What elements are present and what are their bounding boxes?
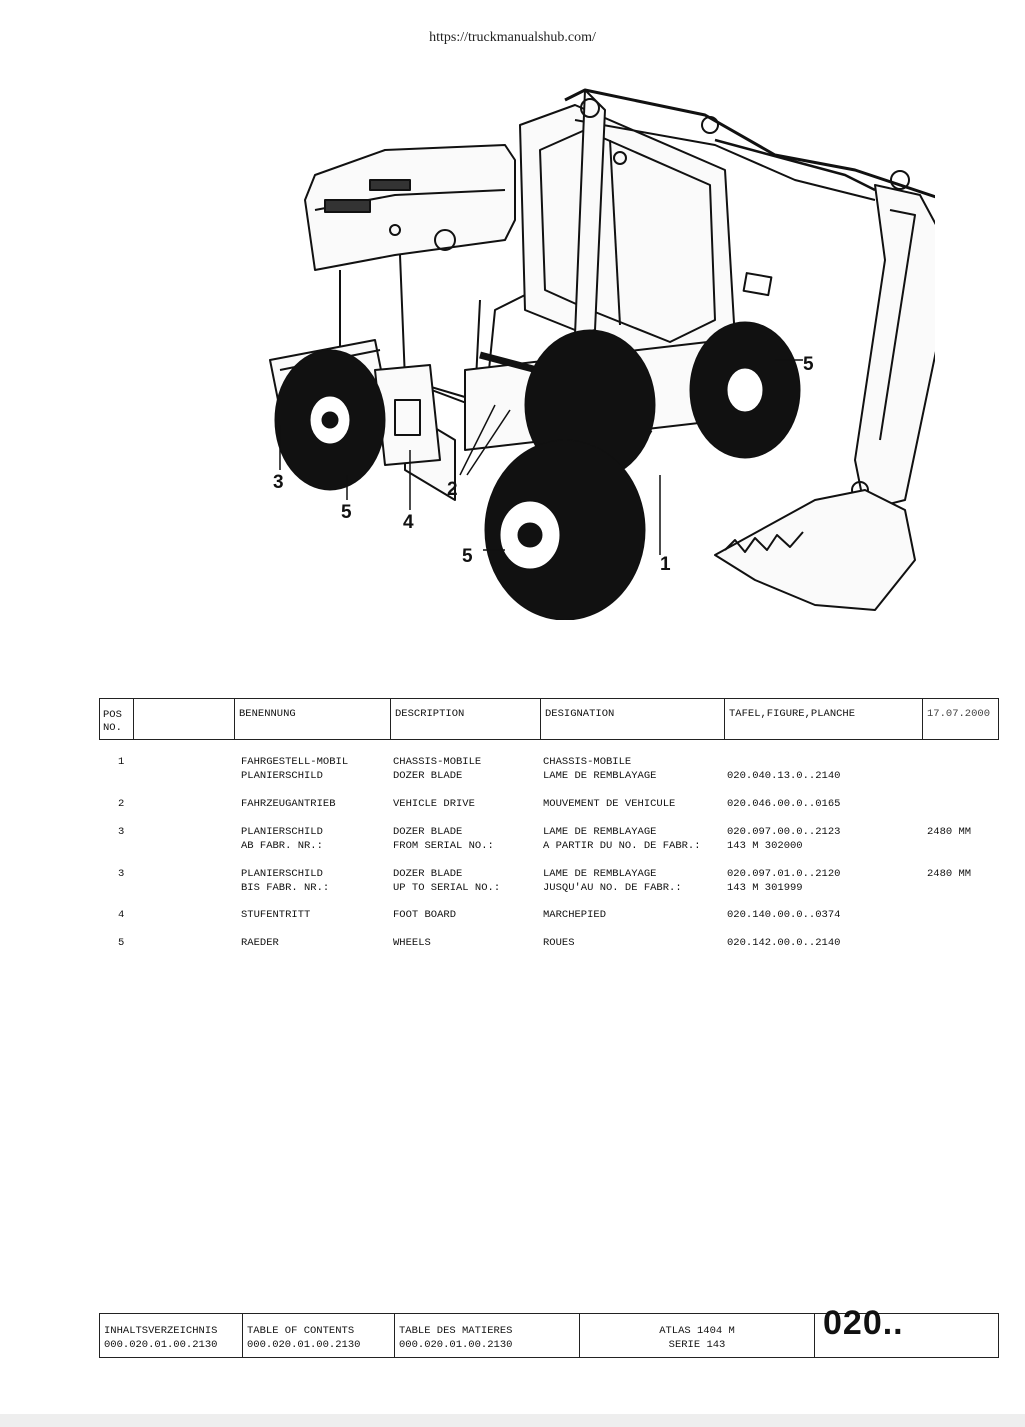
row-benennung: PLANIERSCHILD AB FABR. NR.: bbox=[241, 826, 323, 852]
row-designation: MOUVEMENT DE VEHICULE bbox=[543, 798, 676, 810]
row-description: DOZER BLADE FROM SERIAL NO.: bbox=[393, 826, 494, 852]
callout-2: 2 bbox=[447, 479, 458, 500]
row-benennung: PLANIERSCHILD BIS FABR. NR.: bbox=[241, 868, 330, 894]
callout-5-left: 5 bbox=[341, 502, 352, 523]
callout-5-front: 5 bbox=[462, 546, 473, 567]
parts-row: 3 PLANIERSCHILD AB FABR. NR.: DOZER BLAD… bbox=[0, 825, 1025, 855]
row-reference[interactable]: 020.140.00.0..0374 bbox=[727, 909, 841, 921]
row-pos: 4 bbox=[118, 909, 125, 921]
source-url[interactable]: https://truckmanualshub.com/ bbox=[429, 30, 596, 45]
row-designation: ROUES bbox=[543, 937, 575, 949]
footer-toc-de: INHALTSVERZEICHNIS 000.020.01.00.2130 bbox=[100, 1314, 243, 1357]
row-reference[interactable]: 020.142.00.0..2140 bbox=[727, 937, 841, 949]
viewer-bottom-bar bbox=[0, 1414, 1025, 1427]
row-pos: 5 bbox=[118, 937, 125, 949]
row-reference[interactable]: 020.040.13.0..2140 bbox=[727, 770, 841, 782]
row-benennung: STUFENTRITT bbox=[241, 909, 311, 921]
callout-3: 3 bbox=[273, 472, 284, 493]
row-extra: 2480 MM bbox=[927, 868, 972, 880]
header-benennung: BENENNUNG bbox=[239, 708, 296, 720]
footer-toc-de-code: 000.020.01.00.2130 bbox=[104, 1339, 218, 1351]
footer-toc-de-label: INHALTSVERZEICHNIS bbox=[104, 1325, 218, 1337]
row-pos: 3 bbox=[118, 826, 125, 838]
row-designation: LAME DE REMBLAYAGE A PARTIR DU NO. DE FA… bbox=[543, 826, 701, 852]
header-no: NO. bbox=[103, 722, 122, 734]
row-designation: LAME DE REMBLAYAGE JUSQU'AU NO. DE FABR.… bbox=[543, 868, 682, 894]
row-benennung: FAHRZEUGANTRIEB bbox=[241, 798, 336, 810]
footer-toc-en-code: 000.020.01.00.2130 bbox=[247, 1339, 361, 1351]
row-description: VEHICLE DRIVE bbox=[393, 798, 475, 810]
excavator-illustration: 3 5 4 2 5 1 5 bbox=[269, 88, 935, 620]
row-description: CHASSIS-MOBILE DOZER BLADE bbox=[393, 756, 482, 782]
parts-row: 2 FAHRZEUGANTRIEB VEHICLE DRIVE MOUVEMEN… bbox=[0, 797, 1025, 827]
header-date: 17.07.2000 bbox=[922, 699, 998, 739]
header-designation: DESIGNATION bbox=[540, 699, 724, 739]
footer-toc-fr-label: TABLE DES MATIERES bbox=[399, 1325, 513, 1337]
header-blank-cell bbox=[133, 699, 235, 739]
row-reference[interactable]: 020.046.00.0..0165 bbox=[727, 798, 841, 810]
footer-table: INHALTSVERZEICHNIS 000.020.01.00.2130 TA… bbox=[99, 1304, 999, 1358]
header-pos: POS bbox=[103, 709, 122, 721]
parts-row: 5 RAEDER WHEELS ROUES 020.142.00.0..2140 bbox=[0, 936, 1025, 966]
footer-toc-fr: TABLE DES MATIERES 000.020.01.00.2130 bbox=[395, 1314, 580, 1357]
footer-model-name: ATLAS 1404 M bbox=[659, 1325, 735, 1337]
callout-1: 1 bbox=[660, 554, 671, 575]
parts-table-header: POS NO. BENENNUNG DESCRIPTION DESIGNATIO… bbox=[99, 698, 999, 740]
row-pos: 2 bbox=[118, 798, 125, 810]
row-reference[interactable]: 020.097.00.0..2123 143 M 302000 bbox=[727, 826, 841, 852]
footer-section-number: 020.. bbox=[823, 1304, 904, 1342]
row-reference[interactable]: 020.097.01.0..2120 143 M 301999 bbox=[727, 868, 841, 894]
header-description: DESCRIPTION bbox=[390, 699, 540, 739]
row-description: WHEELS bbox=[393, 937, 431, 949]
footer-series: SERIE 143 bbox=[668, 1339, 726, 1351]
parts-row: 1 FAHRGESTELL-MOBIL PLANIERSCHILD CHASSI… bbox=[0, 755, 1025, 785]
row-pos: 1 bbox=[118, 756, 125, 768]
footer-toc-en: TABLE OF CONTENTS 000.020.01.00.2130 bbox=[243, 1314, 395, 1357]
header-pos-no: POS NO. bbox=[100, 699, 133, 739]
row-benennung: FAHRGESTELL-MOBIL PLANIERSCHILD bbox=[241, 756, 349, 782]
row-benennung: RAEDER bbox=[241, 937, 279, 949]
parts-row: 4 STUFENTRITT FOOT BOARD MARCHEPIED 020.… bbox=[0, 908, 1025, 938]
parts-row: 3 PLANIERSCHILD BIS FABR. NR.: DOZER BLA… bbox=[0, 867, 1025, 897]
row-description: DOZER BLADE UP TO SERIAL NO.: bbox=[393, 868, 501, 894]
footer-toc-fr-code: 000.020.01.00.2130 bbox=[399, 1339, 513, 1351]
row-extra: 2480 MM bbox=[927, 826, 972, 838]
row-description: FOOT BOARD bbox=[393, 909, 457, 921]
row-designation: CHASSIS-MOBILE LAME DE REMBLAYAGE bbox=[543, 756, 657, 782]
callout-5-right: 5 bbox=[803, 354, 814, 375]
footer-toc-en-label: TABLE OF CONTENTS bbox=[247, 1325, 355, 1337]
callout-4: 4 bbox=[403, 512, 414, 533]
footer-model: ATLAS 1404 M SERIE 143 bbox=[580, 1314, 815, 1357]
row-designation: MARCHEPIED bbox=[543, 909, 607, 921]
header-tafel: TAFEL,FIGURE,PLANCHE bbox=[724, 699, 922, 739]
row-pos: 3 bbox=[118, 868, 125, 880]
